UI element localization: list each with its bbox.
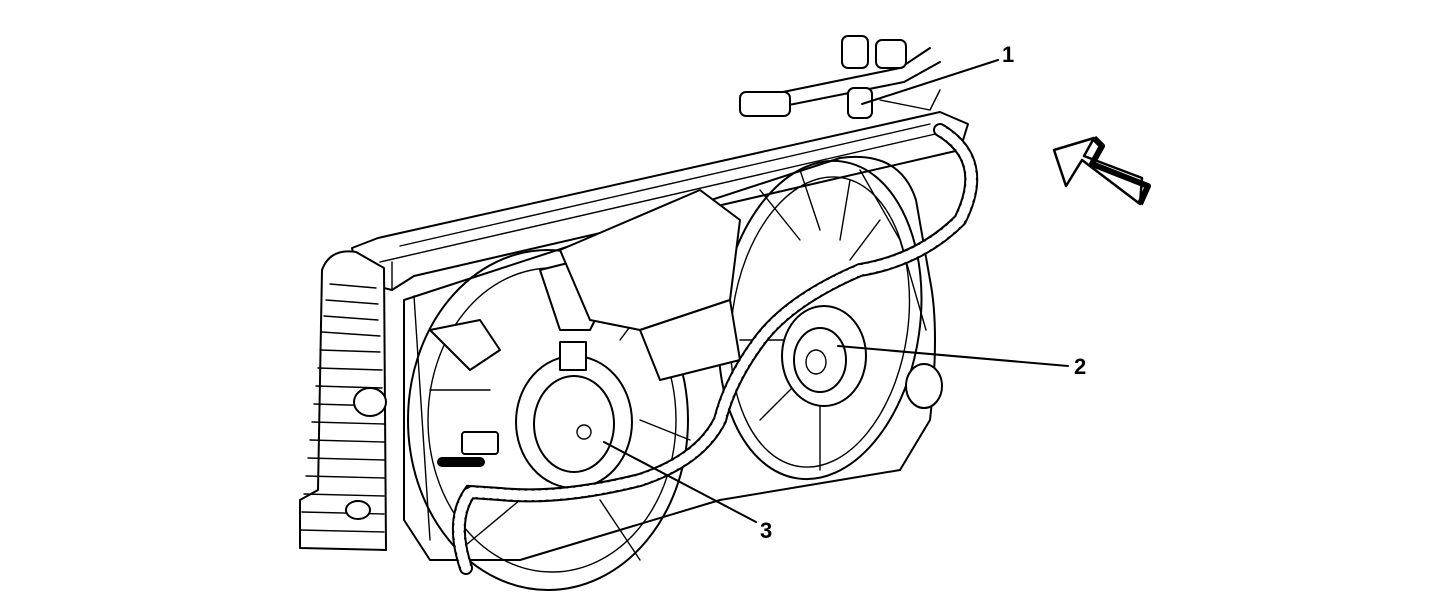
right-fan xyxy=(717,159,923,481)
refrigerant-lines xyxy=(739,35,941,119)
wiring-harness xyxy=(437,123,979,575)
callout-label-1: 1 xyxy=(1002,42,1015,67)
radiator-side-tank xyxy=(299,250,387,551)
callout-leader-lines xyxy=(603,59,1069,523)
view-direction-arrow-icon xyxy=(1052,135,1151,206)
center-fan-blade xyxy=(559,189,741,381)
leader-line-3 xyxy=(603,441,757,523)
callout-label-2: 2 xyxy=(1074,354,1087,379)
left-fan-motor xyxy=(515,341,633,489)
leader-line-2 xyxy=(837,345,1069,367)
right-fan-motor xyxy=(781,305,943,409)
callout-label-3: 3 xyxy=(760,518,773,543)
leader-line-1 xyxy=(861,59,999,105)
